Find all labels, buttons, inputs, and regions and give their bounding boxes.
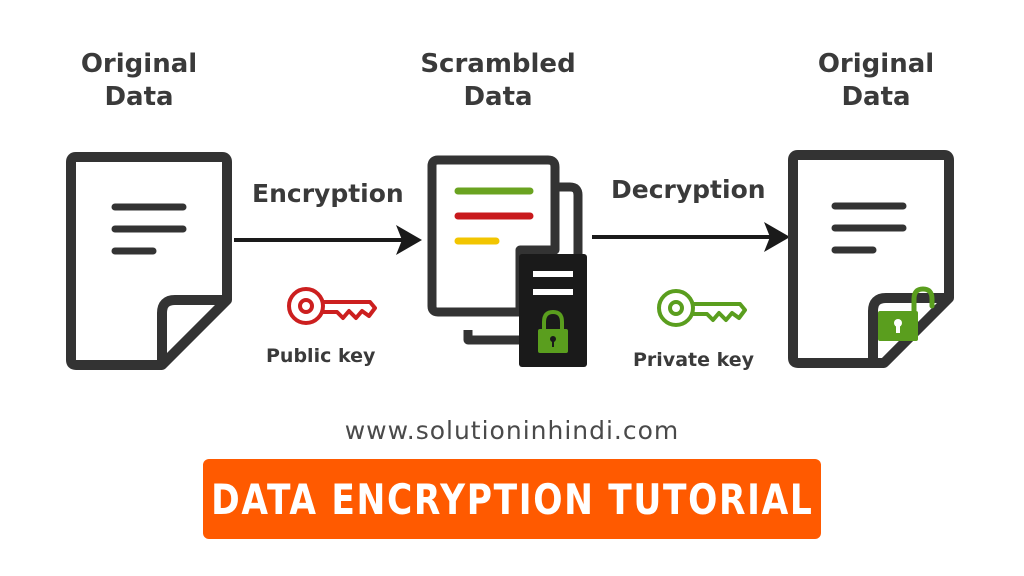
website-url: www.solutioninhindi.com	[344, 416, 680, 445]
private-key-label: Private key	[633, 349, 754, 371]
decryption-arrow	[592, 222, 790, 252]
restored-document-icon	[788, 150, 954, 368]
private-key-icon	[657, 289, 747, 327]
scrambled-data-heading: Scrambled Data	[420, 49, 576, 112]
lock-icon	[519, 254, 587, 367]
encryption-label: Encryption	[252, 179, 404, 208]
unlock-icon	[878, 286, 935, 341]
encryption-arrow	[234, 225, 422, 255]
public-key-icon	[287, 287, 377, 325]
banner-title: DATA ENCRYPTION TUTORIAL	[210, 474, 814, 524]
decryption-label: Decryption	[611, 175, 766, 204]
document-icon	[66, 152, 232, 370]
restored-data-heading: Original Data	[817, 49, 935, 112]
title-banner: DATA ENCRYPTION TUTORIAL	[203, 459, 821, 539]
original-data-heading: Original Data	[80, 49, 198, 112]
public-key-label: Public key	[266, 345, 376, 367]
scrambled-document-icon	[427, 155, 583, 345]
